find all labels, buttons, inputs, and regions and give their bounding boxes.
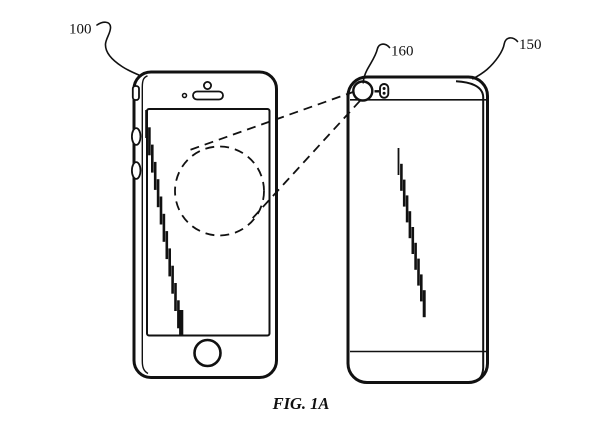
earpiece-speaker-icon <box>192 90 224 101</box>
front-phone <box>130 70 278 379</box>
rear-camera-icon <box>352 80 374 102</box>
volume-button-icon <box>130 127 142 146</box>
home-button-icon <box>193 338 222 368</box>
rear-flash-icon <box>379 83 390 99</box>
mute-switch-icon <box>131 85 140 101</box>
ref-label-160: 160 <box>391 44 414 60</box>
proximity-sensor-icon <box>181 92 188 99</box>
camera-field-of-view <box>174 90 361 237</box>
leader-line-160 <box>362 43 391 84</box>
rear-phone-outline <box>346 75 489 384</box>
front-phone-screen <box>146 108 271 337</box>
front-phone-side-edge <box>141 75 149 375</box>
front-screen-hatching <box>145 110 184 336</box>
front-phone-outline <box>132 70 278 379</box>
figure-caption: FIG. 1A <box>272 394 330 413</box>
rear-flash-led-dot <box>382 91 386 95</box>
rear-phone-side-edge <box>455 80 485 380</box>
leader-line-150 <box>472 37 519 80</box>
rear-flash-led-dot <box>382 87 386 90</box>
rear-phone <box>346 75 489 384</box>
leader-line-100 <box>96 21 141 77</box>
ref-label-150: 150 <box>519 37 542 53</box>
fov-dashed-line-lower <box>249 100 361 222</box>
fov-dashed-circle <box>174 145 265 237</box>
ref-label-100: 100 <box>69 22 92 38</box>
rear-panel-hatching <box>397 148 426 318</box>
front-camera-icon <box>202 81 212 91</box>
volume-button-icon <box>130 161 142 180</box>
reference-annotations: 100 160 150 <box>69 21 542 84</box>
